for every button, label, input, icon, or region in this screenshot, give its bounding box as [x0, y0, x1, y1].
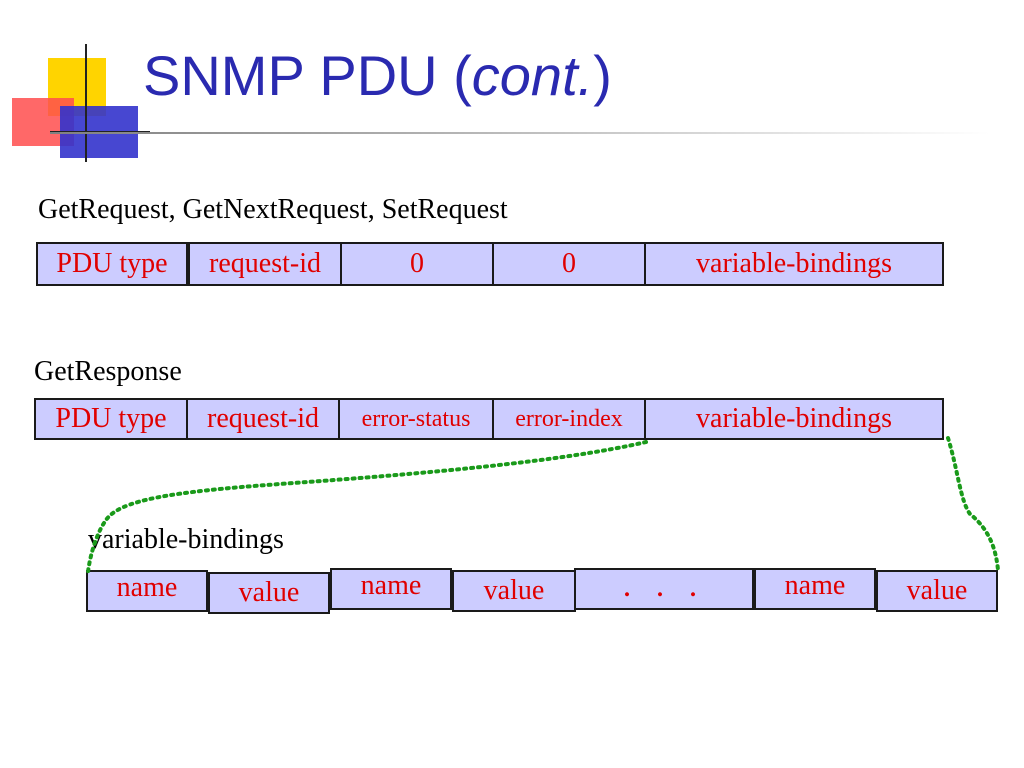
variable-bindings-label: variable-bindings [88, 524, 284, 555]
binding-ellipsis: . . . [574, 568, 754, 610]
slide-logo-icon [12, 44, 150, 162]
connector-right [946, 436, 1000, 572]
binding-name-2: name [330, 568, 452, 610]
binding-value-2: value [452, 570, 576, 612]
binding-value-1: value [208, 572, 330, 614]
resp-field-pdu-type: PDU type [34, 398, 188, 440]
get-field-zero-1: 0 [340, 242, 494, 286]
get-request-label: GetRequest, GetNextRequest, SetRequest [38, 194, 508, 225]
title-divider [50, 132, 990, 134]
get-response-label: GetResponse [34, 356, 182, 387]
page-title: SNMP PDU (cont.) [143, 44, 612, 107]
resp-field-variable-bindings: variable-bindings [644, 398, 944, 440]
resp-field-request-id: request-id [186, 398, 340, 440]
get-field-request-id: request-id [188, 242, 342, 286]
binding-value-3: value [876, 570, 998, 612]
get-field-pdu-type: PDU type [36, 242, 188, 286]
binding-name-3: name [754, 568, 876, 610]
resp-field-error-status: error-status [338, 398, 494, 440]
binding-name-1: name [86, 570, 208, 612]
resp-field-error-index: error-index [492, 398, 646, 440]
get-field-zero-2: 0 [492, 242, 646, 286]
get-field-variable-bindings: variable-bindings [644, 242, 944, 286]
